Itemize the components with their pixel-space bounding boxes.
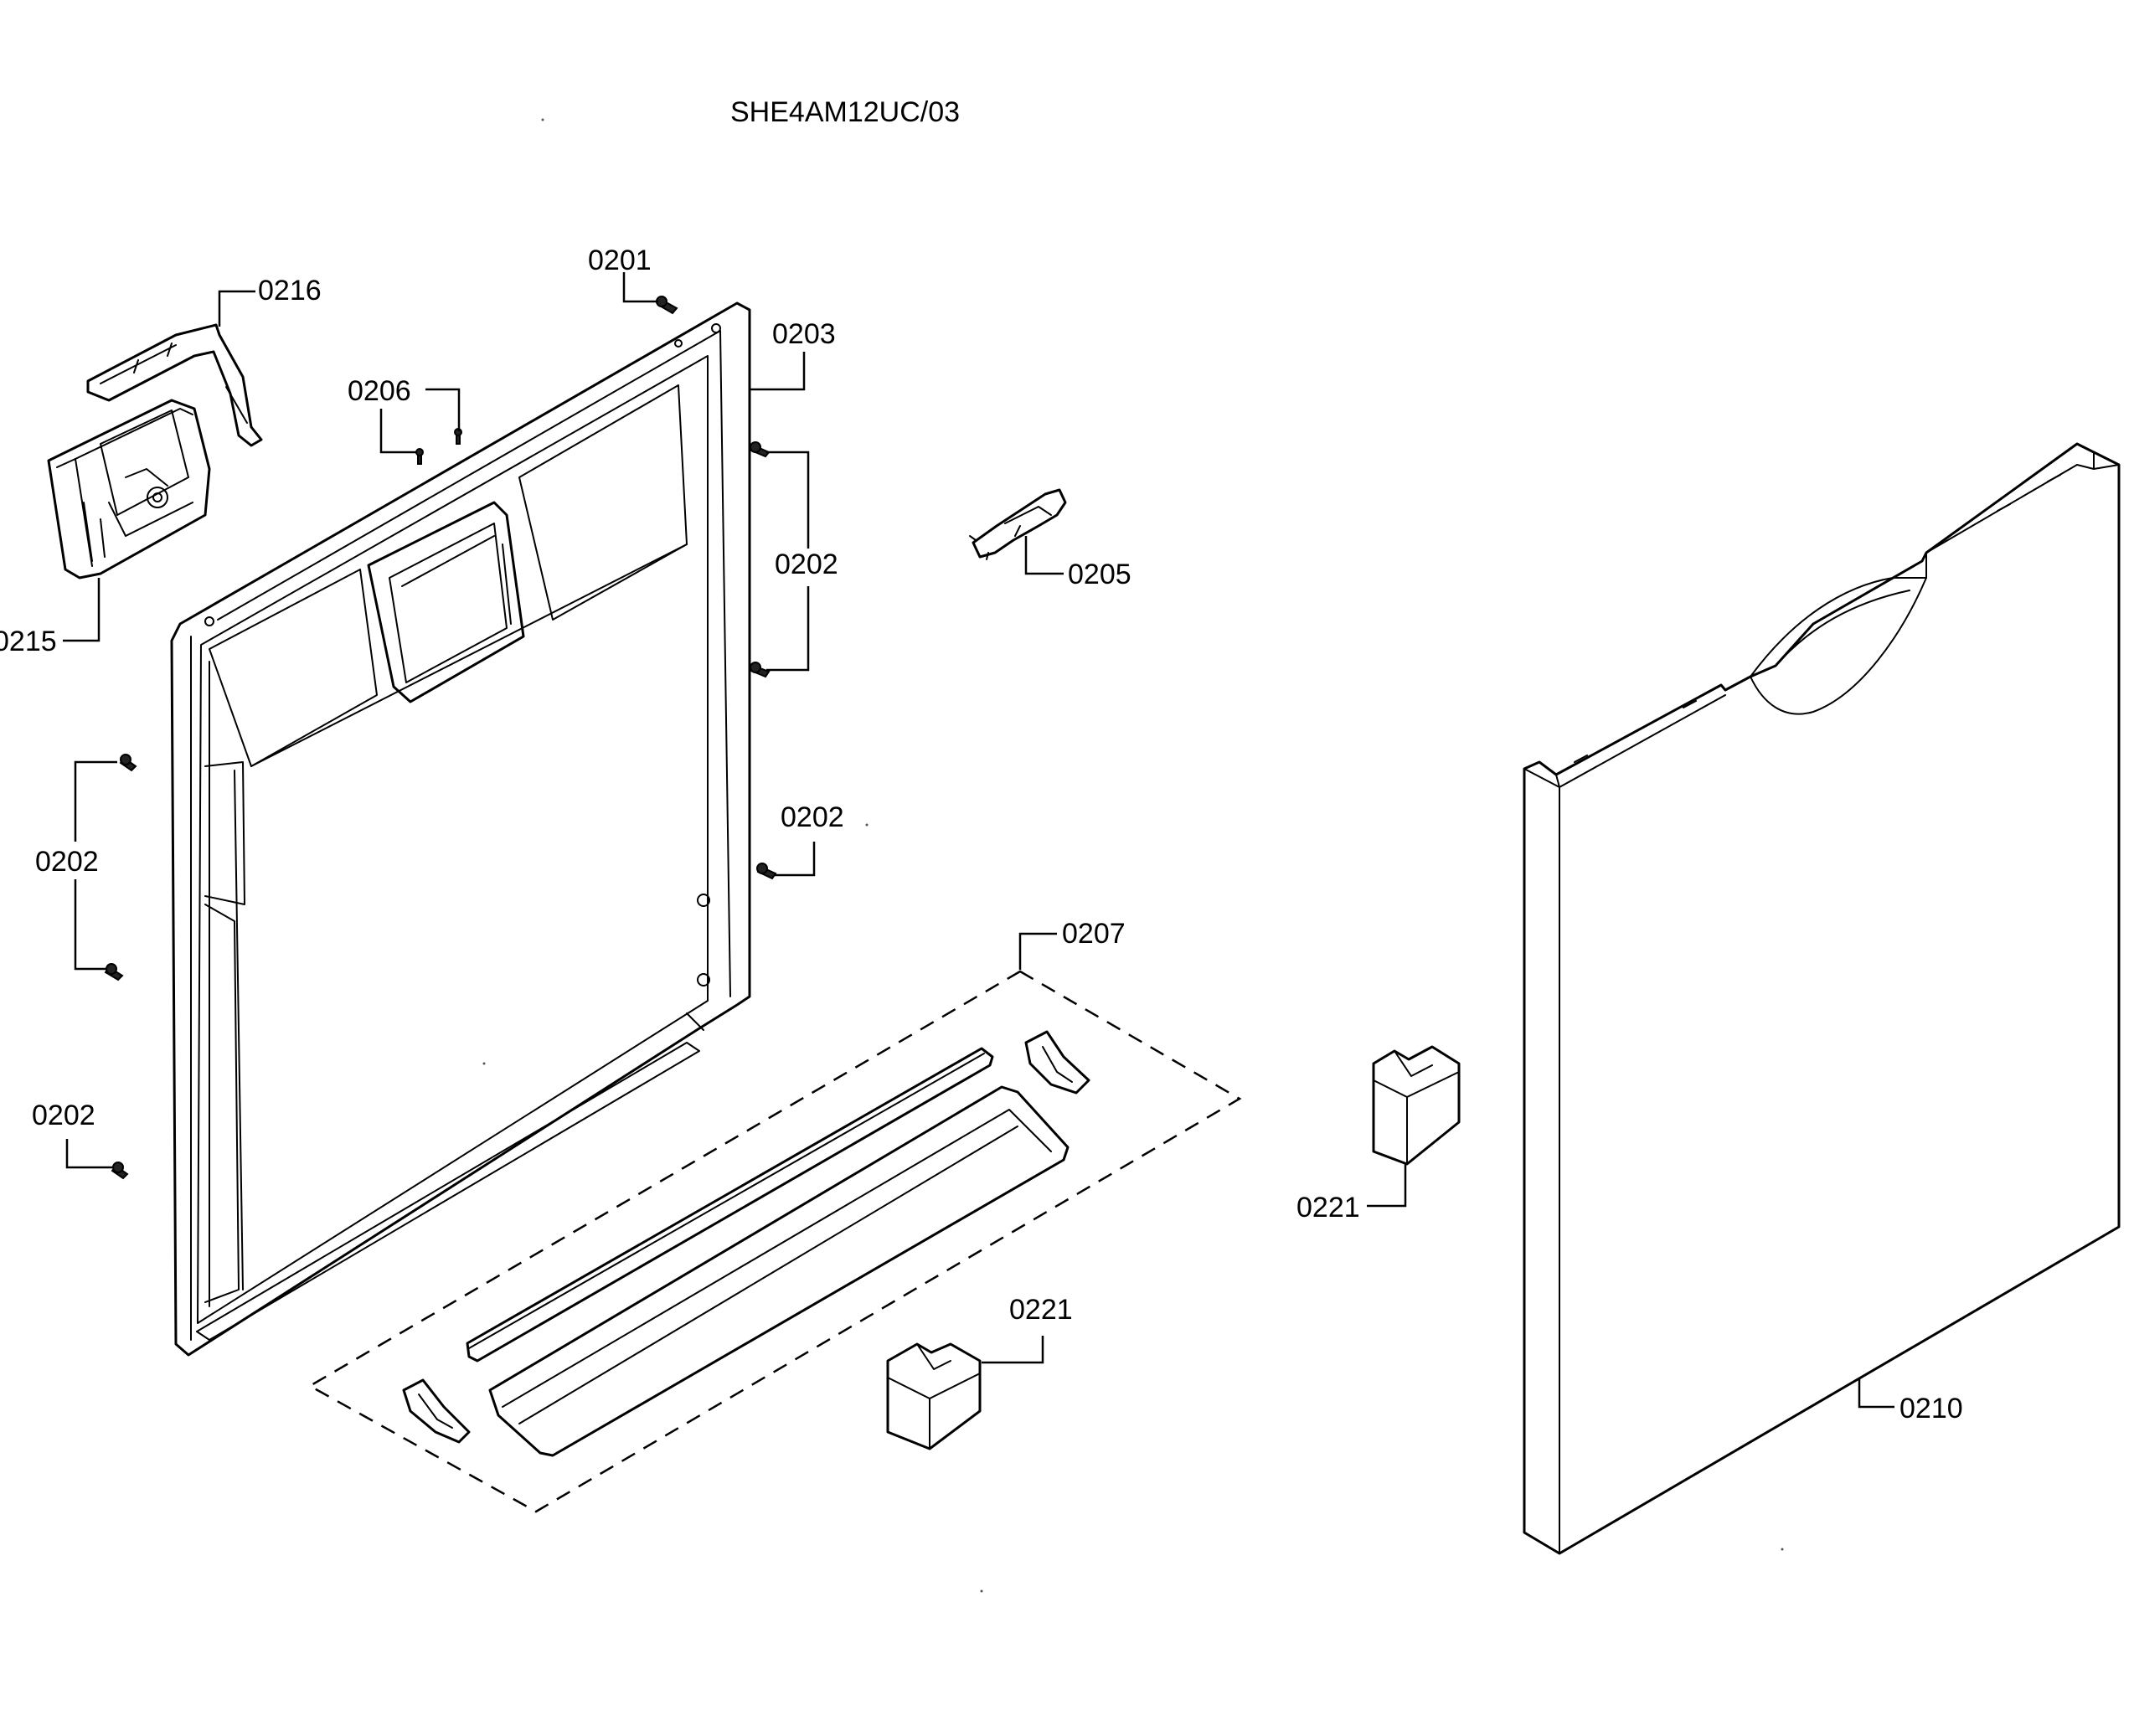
- callout-0202-left-upper: 0202: [35, 846, 99, 878]
- hinge-clip-part: [969, 488, 1067, 560]
- callout-0215: 0215: [0, 626, 57, 657]
- callout-0201: 0201: [588, 245, 652, 276]
- callout-labels: 0201 0216 0203 0206 0202 0205 0215 0202 …: [0, 245, 1963, 1424]
- screw-0202-right-top: [750, 441, 771, 458]
- screw-0202-left-low: [111, 1162, 129, 1180]
- screw-0202-left-mid: [104, 963, 124, 981]
- callout-0207: 0207: [1062, 918, 1126, 950]
- screw-0206-a: [415, 448, 424, 465]
- scan-specks: [482, 118, 1784, 1593]
- callout-0202-right-lower: 0202: [781, 801, 844, 833]
- screw-0201: [656, 296, 678, 315]
- hinge-cover-lower: [886, 1342, 982, 1450]
- latch-bracket-part: [86, 323, 263, 447]
- leader-lines: [63, 272, 1894, 1409]
- callout-0221-lower: 0221: [1009, 1294, 1073, 1326]
- hinge-cover-upper: [1372, 1045, 1461, 1166]
- callout-0202-right-upper: 0202: [775, 549, 838, 580]
- screw-set: [104, 296, 777, 1180]
- screw-0202-left-top: [119, 754, 137, 772]
- callout-0205: 0205: [1068, 559, 1131, 590]
- callout-0221-upper: 0221: [1296, 1192, 1360, 1223]
- callout-0210: 0210: [1899, 1393, 1963, 1424]
- outer-door-panel: [1523, 442, 2121, 1555]
- callout-0203: 0203: [772, 318, 836, 350]
- door-latch-module: [47, 399, 211, 580]
- screw-0202-right-low: [756, 863, 777, 880]
- inner-door-frame: [170, 301, 751, 1357]
- callout-0216: 0216: [258, 275, 322, 307]
- callout-0206: 0206: [348, 375, 411, 407]
- model-number-title: SHE4AM12UC/03: [730, 96, 960, 128]
- callout-0202-left-lower: 0202: [32, 1100, 95, 1131]
- screw-0202-right-mid: [750, 662, 771, 678]
- bottom-seal-kit: [307, 970, 1242, 1513]
